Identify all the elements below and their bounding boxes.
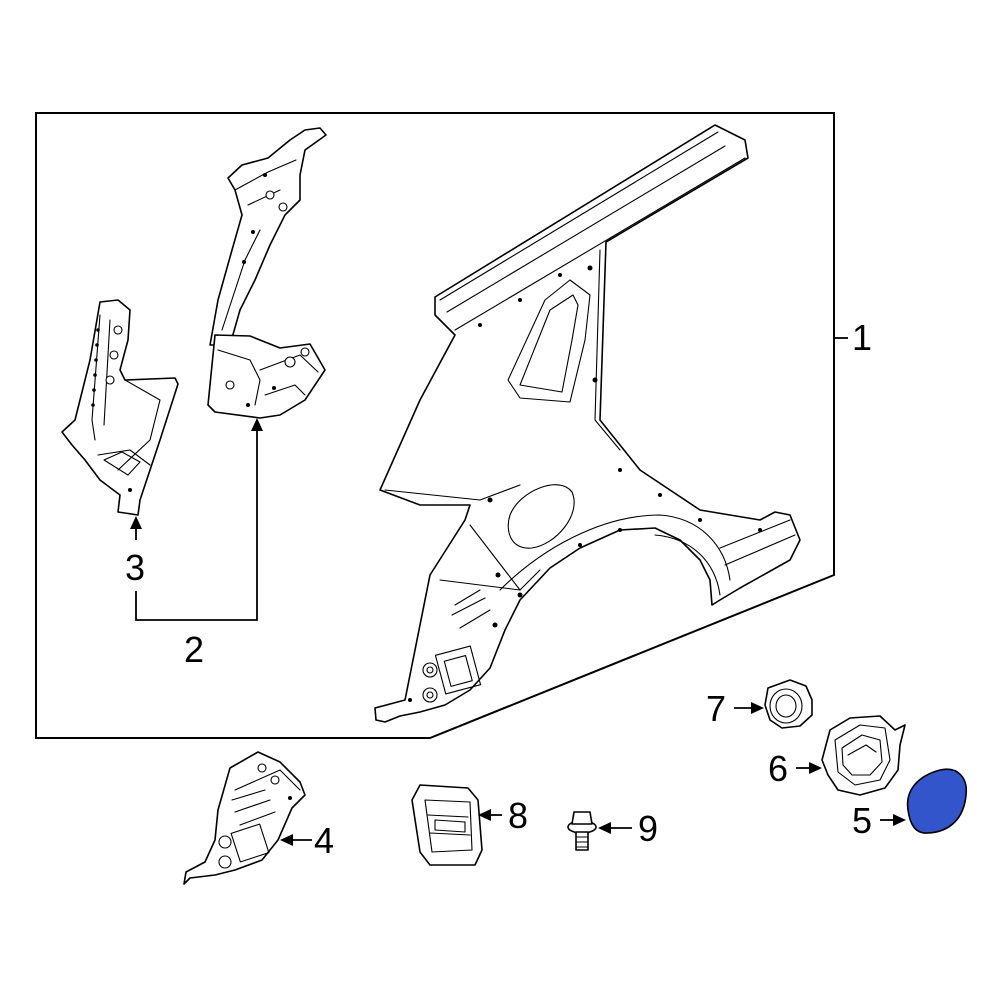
vent-grille-part[interactable]: [411, 784, 483, 866]
callout-3: 3: [125, 547, 145, 588]
callout-leaders: [130, 337, 906, 846]
callout-8: 8: [508, 795, 528, 836]
callout-5: 5: [852, 800, 872, 841]
wheelhouse-extension-part[interactable]: [207, 334, 326, 419]
cap-ring-part[interactable]: [764, 679, 813, 729]
bolt-part[interactable]: [567, 811, 597, 851]
callout-7: 7: [706, 688, 726, 729]
inner-panel-part[interactable]: [61, 299, 179, 516]
bracket-panel-part[interactable]: [183, 751, 306, 885]
callout-2: 2: [184, 629, 204, 670]
fuel-door-part[interactable]: [906, 768, 967, 834]
callout-1: 1: [852, 317, 872, 358]
fuel-door-highlight: [906, 768, 967, 834]
quarter-panel-part[interactable]: [374, 124, 801, 723]
callout-9: 9: [638, 808, 658, 849]
filler-housing-part[interactable]: [821, 715, 906, 796]
callout-4: 4: [314, 820, 334, 861]
inner-pillar-part[interactable]: [209, 127, 327, 346]
callout-6: 6: [768, 748, 788, 789]
assembly-frame: [35, 112, 835, 739]
